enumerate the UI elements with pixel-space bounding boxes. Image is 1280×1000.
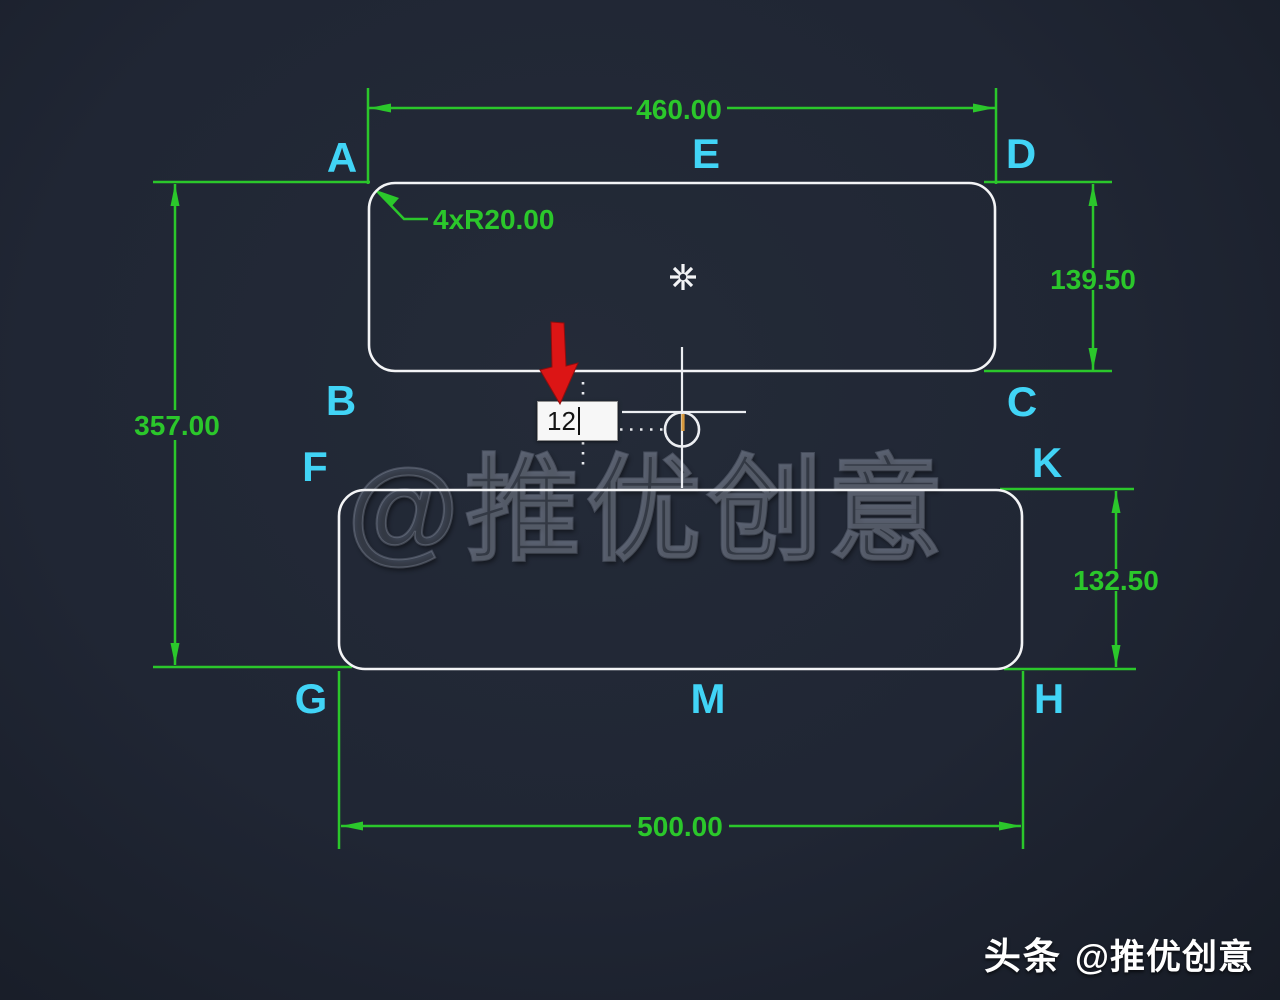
blip-asterisk-marker [670, 264, 696, 290]
dim-arrowhead [999, 821, 1021, 831]
point-label-d: D [1006, 130, 1036, 177]
text-cursor-caret [577, 407, 580, 435]
point-label-b: B [326, 377, 356, 424]
crosshair-cursor [622, 347, 746, 488]
dim-top-width [366, 88, 998, 184]
leader-arrowhead [376, 190, 399, 207]
dim-arrowhead [170, 643, 180, 665]
dim-arrowhead [1088, 348, 1098, 370]
bottom-rounded-rectangle [337, 488, 1024, 671]
dim-value-top-rect-height: 139.50 [1050, 264, 1136, 295]
dim-arrowhead [369, 103, 391, 113]
point-label-h: H [1034, 675, 1064, 722]
aperture-circle [663, 411, 701, 448]
red-pointer-arrow-icon [539, 321, 579, 406]
dim-value-overall-height: 357.00 [134, 410, 220, 441]
dim-value-fillet-radius: 4xR20.00 [433, 204, 554, 235]
dim-bottom-rect-height [1000, 487, 1136, 671]
dim-overall-height [153, 180, 370, 669]
dim-arrowhead [1111, 491, 1121, 513]
dim-arrowhead [341, 821, 363, 831]
dim-arrowhead [973, 103, 995, 113]
dim-top-rect-height [984, 180, 1112, 373]
point-label-a: A [327, 134, 357, 181]
point-label-e: E [692, 130, 720, 177]
point-label-g: G [295, 675, 328, 722]
point-label-f: F [302, 443, 328, 490]
watermark-text: @推优创意 [346, 446, 950, 575]
dim-arrowhead [170, 184, 180, 206]
footer-handle-text: @推优创意 [1074, 938, 1254, 977]
footer-credit: 头条 @推优创意 [984, 926, 1254, 980]
dim-value-bottom-width: 500.00 [637, 811, 723, 842]
radius-leader [375, 189, 428, 221]
dim-bottom-width [337, 671, 1025, 849]
dim-value-top-width: 460.00 [636, 94, 722, 125]
point-label-m: M [691, 675, 726, 722]
dynamic-input-value: 12 [547, 406, 576, 436]
point-label-c: C [1007, 378, 1037, 425]
dynamic-input-field[interactable]: 12 [537, 401, 618, 441]
dim-arrowhead [1088, 184, 1098, 206]
point-label-k: K [1032, 439, 1062, 486]
dim-value-bottom-rect-height: 132.50 [1073, 565, 1159, 596]
footer-brand-text: 头条 [983, 936, 1062, 977]
dim-arrowhead [1111, 645, 1121, 667]
